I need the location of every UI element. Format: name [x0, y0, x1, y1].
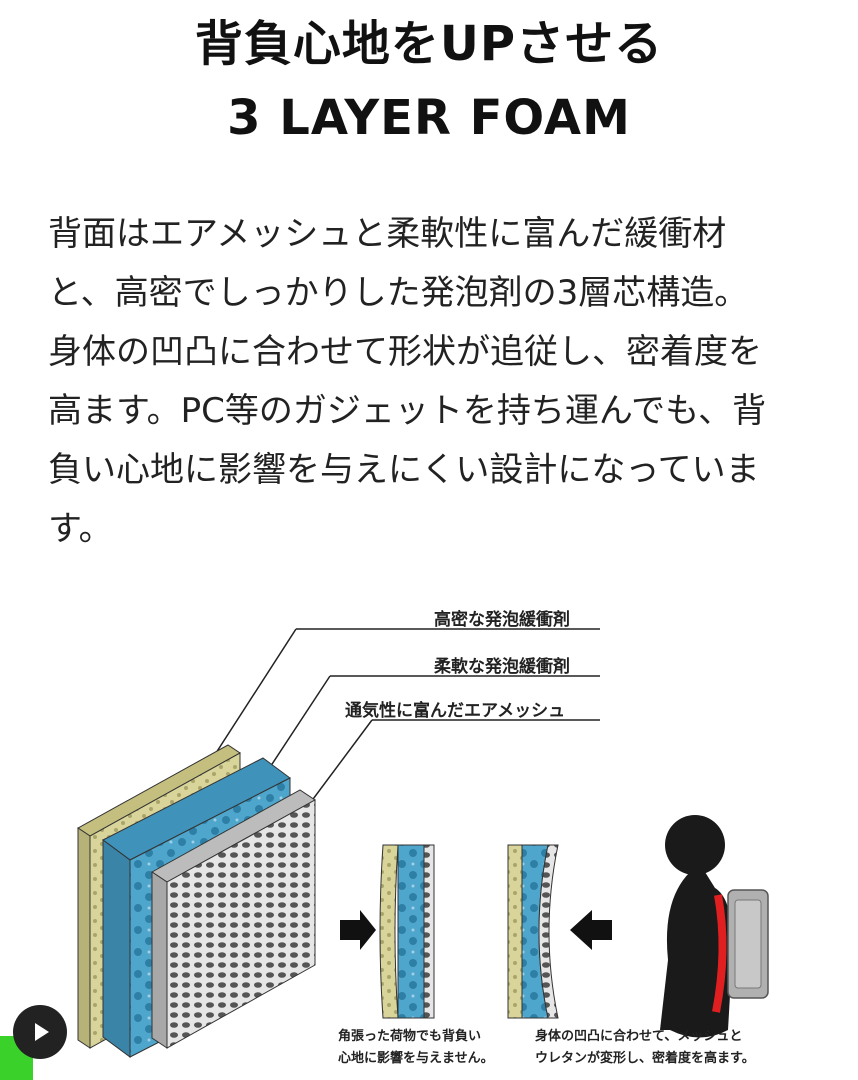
- description-line: す。: [48, 509, 113, 549]
- description-line: 身体の凹凸に合わせて形状が追従し、密着度を: [48, 332, 762, 372]
- heading-line-1: 背負心地をUPさせる: [194, 16, 664, 72]
- description-line: 負い心地に影響を与えにくい設計になっていま: [48, 450, 760, 490]
- heading-line-2: 3 LAYER FOAM: [227, 90, 631, 146]
- air-mesh-layer: [151, 789, 316, 1049]
- contact-highlight: [712, 894, 727, 1013]
- label-soft-foam: 柔軟な発泡緩衝剤: [434, 657, 570, 677]
- caption-right: 身体の凹凸に合わせて、メッシュと ウレタンが変形し、密着度を高ます。: [535, 1026, 755, 1070]
- description-line: 高ます。PC等のガジェットを持ち運んでも、背: [48, 391, 767, 431]
- description-text: 背面はエアメッシュと柔軟性に富んだ緩衝材 と、高密でしっかりした発泡剤の3層芯構…: [48, 205, 818, 559]
- description-line: 背面はエアメッシュと柔軟性に富んだ緩衝材: [48, 214, 727, 254]
- label-air-mesh: 通気性に富んだエアメッシュ: [345, 701, 566, 721]
- person-silhouette: [660, 815, 769, 1038]
- caption-left: 角張った荷物でも背負い 心地に影響を与えません。: [338, 1026, 494, 1070]
- description-line: と、高密でしっかりした発泡剤の3層芯構造。: [48, 273, 749, 313]
- deformed-cross-section: [507, 844, 612, 1019]
- caption-right-line-1: 身体の凹凸に合わせて、メッシュと: [535, 1029, 743, 1044]
- caption-right-line-2: ウレタンが変形し、密着度を高ます。: [535, 1051, 755, 1066]
- leader-lines: [204, 628, 600, 831]
- caption-left-line-1: 角張った荷物でも背負い: [338, 1029, 482, 1044]
- play-icon[interactable]: [13, 1005, 67, 1059]
- caption-left-line-2: 心地に影響を与えません。: [338, 1051, 494, 1066]
- label-dense-foam: 高密な発泡緩衝剤: [434, 610, 570, 630]
- flat-cross-section: [340, 844, 435, 1019]
